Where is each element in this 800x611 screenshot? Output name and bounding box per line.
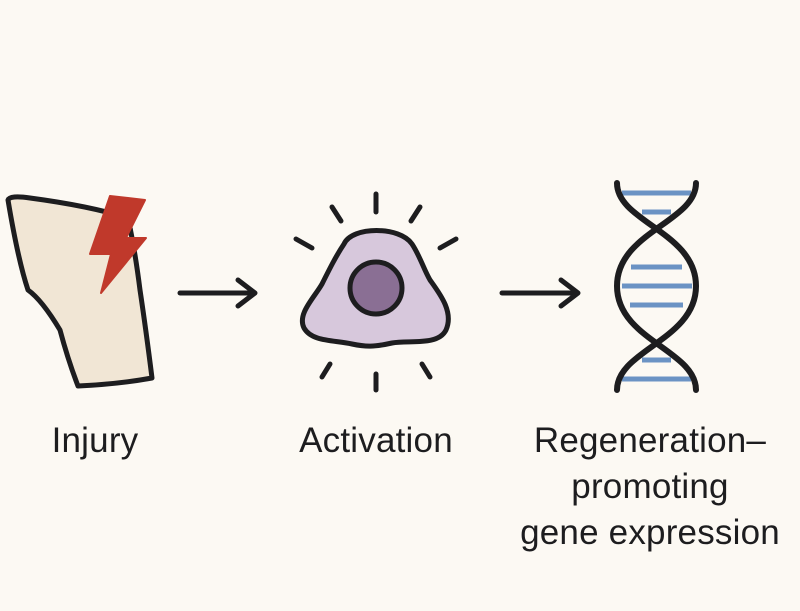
cell-nucleus bbox=[347, 259, 405, 317]
lightning-bolt-icon bbox=[89, 195, 147, 294]
step-label-line: Regeneration– bbox=[533, 421, 767, 460]
step-label-activation: Activation bbox=[299, 421, 453, 460]
step-label-gene-expression: Regeneration– promoting gene expression bbox=[504, 418, 796, 556]
dna-helix-icon bbox=[613, 180, 700, 393]
activation-rays bbox=[293, 191, 459, 393]
arrow-right-icon bbox=[499, 277, 581, 309]
injured-tissue-icon bbox=[5, 194, 155, 389]
dna-strands bbox=[613, 180, 700, 393]
dna-rungs bbox=[622, 190, 692, 382]
step-label-injury: Injury bbox=[51, 421, 139, 460]
step-label-line: gene expression bbox=[520, 513, 780, 552]
arrow-right-icon bbox=[177, 277, 258, 309]
step-label-line: promoting bbox=[571, 467, 729, 506]
activated-cell-icon bbox=[293, 191, 459, 393]
